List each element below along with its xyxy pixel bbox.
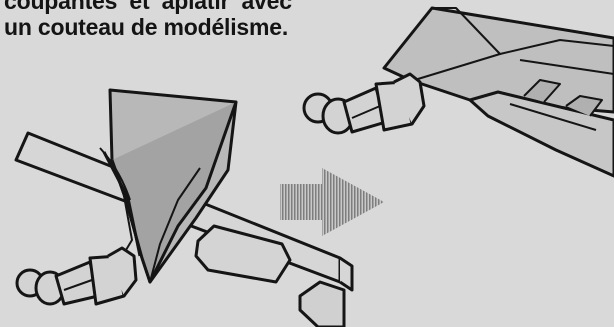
sprue-stub (300, 282, 344, 327)
direction-arrow (280, 168, 384, 236)
removed-part (304, 74, 424, 133)
part-on-sprue (17, 248, 136, 304)
